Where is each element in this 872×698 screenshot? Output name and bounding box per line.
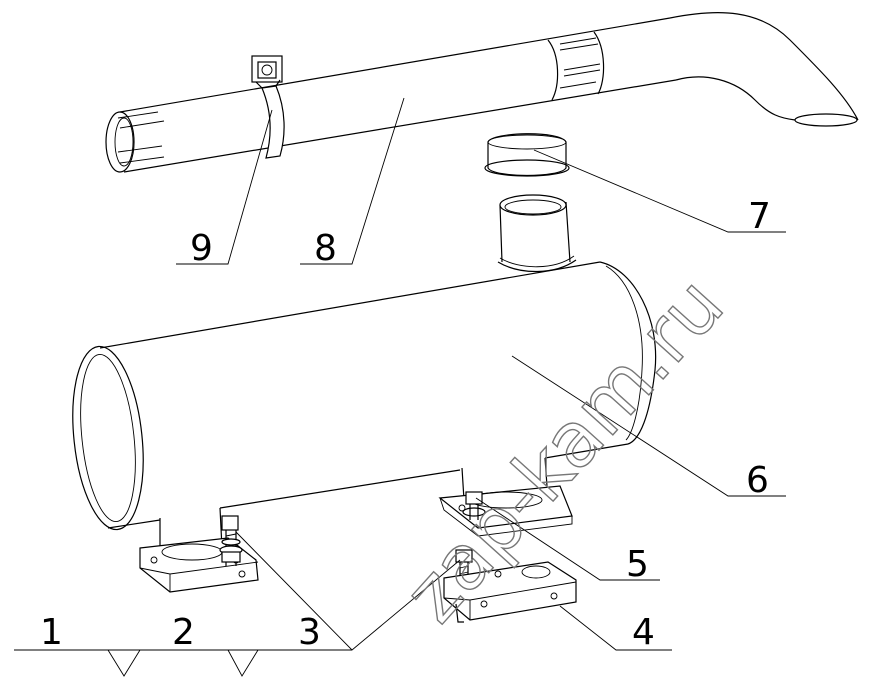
flange-plate [443, 561, 577, 623]
callout-4: 4 [632, 612, 655, 653]
pipe-cap [484, 133, 570, 177]
callout-2: 2 [172, 612, 195, 653]
callout-6: 6 [746, 460, 769, 501]
leader-lines [14, 97, 786, 677]
callout-8: 8 [314, 228, 337, 269]
callouts: 1 2 3 4 5 6 7 8 9 [40, 196, 771, 653]
exhaust-pipe [105, 11, 859, 173]
bolt-assembly-right [462, 491, 486, 520]
callout-3: 3 [298, 612, 321, 653]
bolt-assembly-left [219, 515, 243, 566]
callout-7: 7 [748, 196, 771, 237]
callout-9: 9 [190, 228, 213, 269]
callout-1: 1 [40, 612, 63, 653]
callout-5: 5 [626, 544, 649, 585]
